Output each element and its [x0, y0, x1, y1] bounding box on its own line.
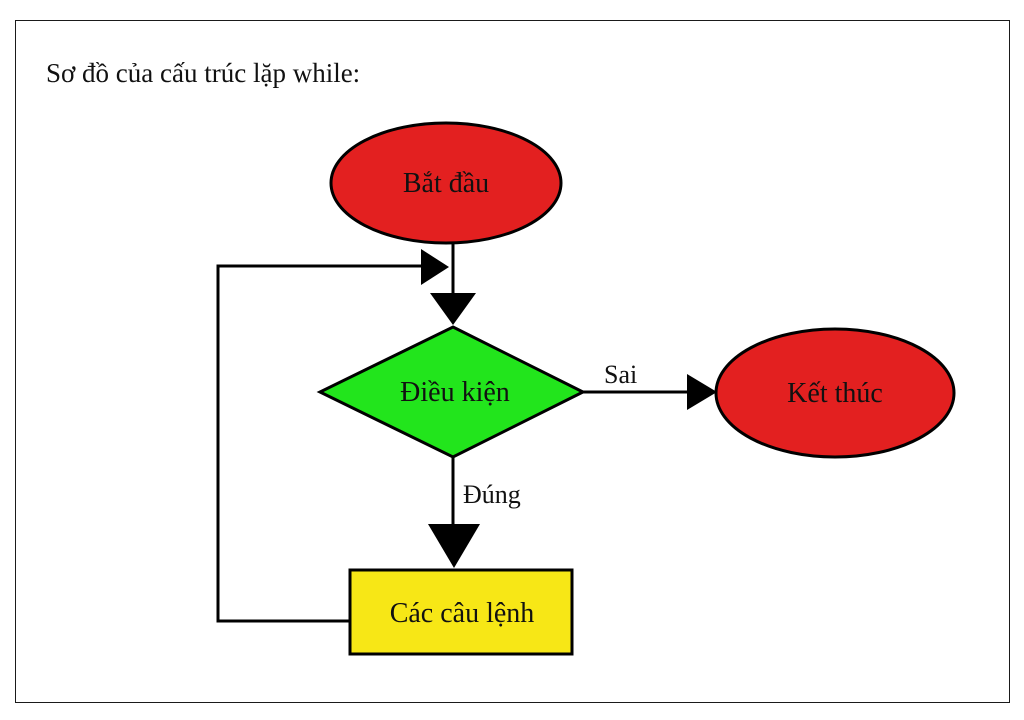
diagram-frame [15, 20, 1010, 703]
statements-rect [348, 568, 574, 656]
diagram-caption: Sơ đồ của cấu trúc lặp while: [46, 58, 361, 88]
true-branch-label: Đúng [463, 480, 521, 509]
arrowhead-into-end [687, 374, 717, 410]
condition-label: Điều kiện [400, 377, 510, 408]
arrowhead-loop-return [421, 249, 449, 285]
false-branch-label: Sai [604, 360, 637, 389]
arrowhead-into-condition [430, 293, 476, 325]
start-label: Bắt đầu [403, 168, 489, 199]
start-node: Bắt đầu [329, 121, 563, 245]
condition-node: Điều kiện [316, 325, 587, 459]
edge-loop-back [216, 264, 422, 623]
arrowheads [421, 249, 717, 568]
statements-label: Các câu lệnh [390, 598, 535, 629]
end-ellipse [714, 327, 956, 459]
condition-diamond [316, 325, 587, 459]
end-label: Kết thúc [787, 378, 883, 409]
arrowhead-into-statements [428, 524, 480, 568]
start-ellipse [329, 121, 563, 245]
statements-node: Các câu lệnh [348, 568, 574, 656]
end-node: Kết thúc [714, 327, 956, 459]
connectors [216, 243, 692, 623]
